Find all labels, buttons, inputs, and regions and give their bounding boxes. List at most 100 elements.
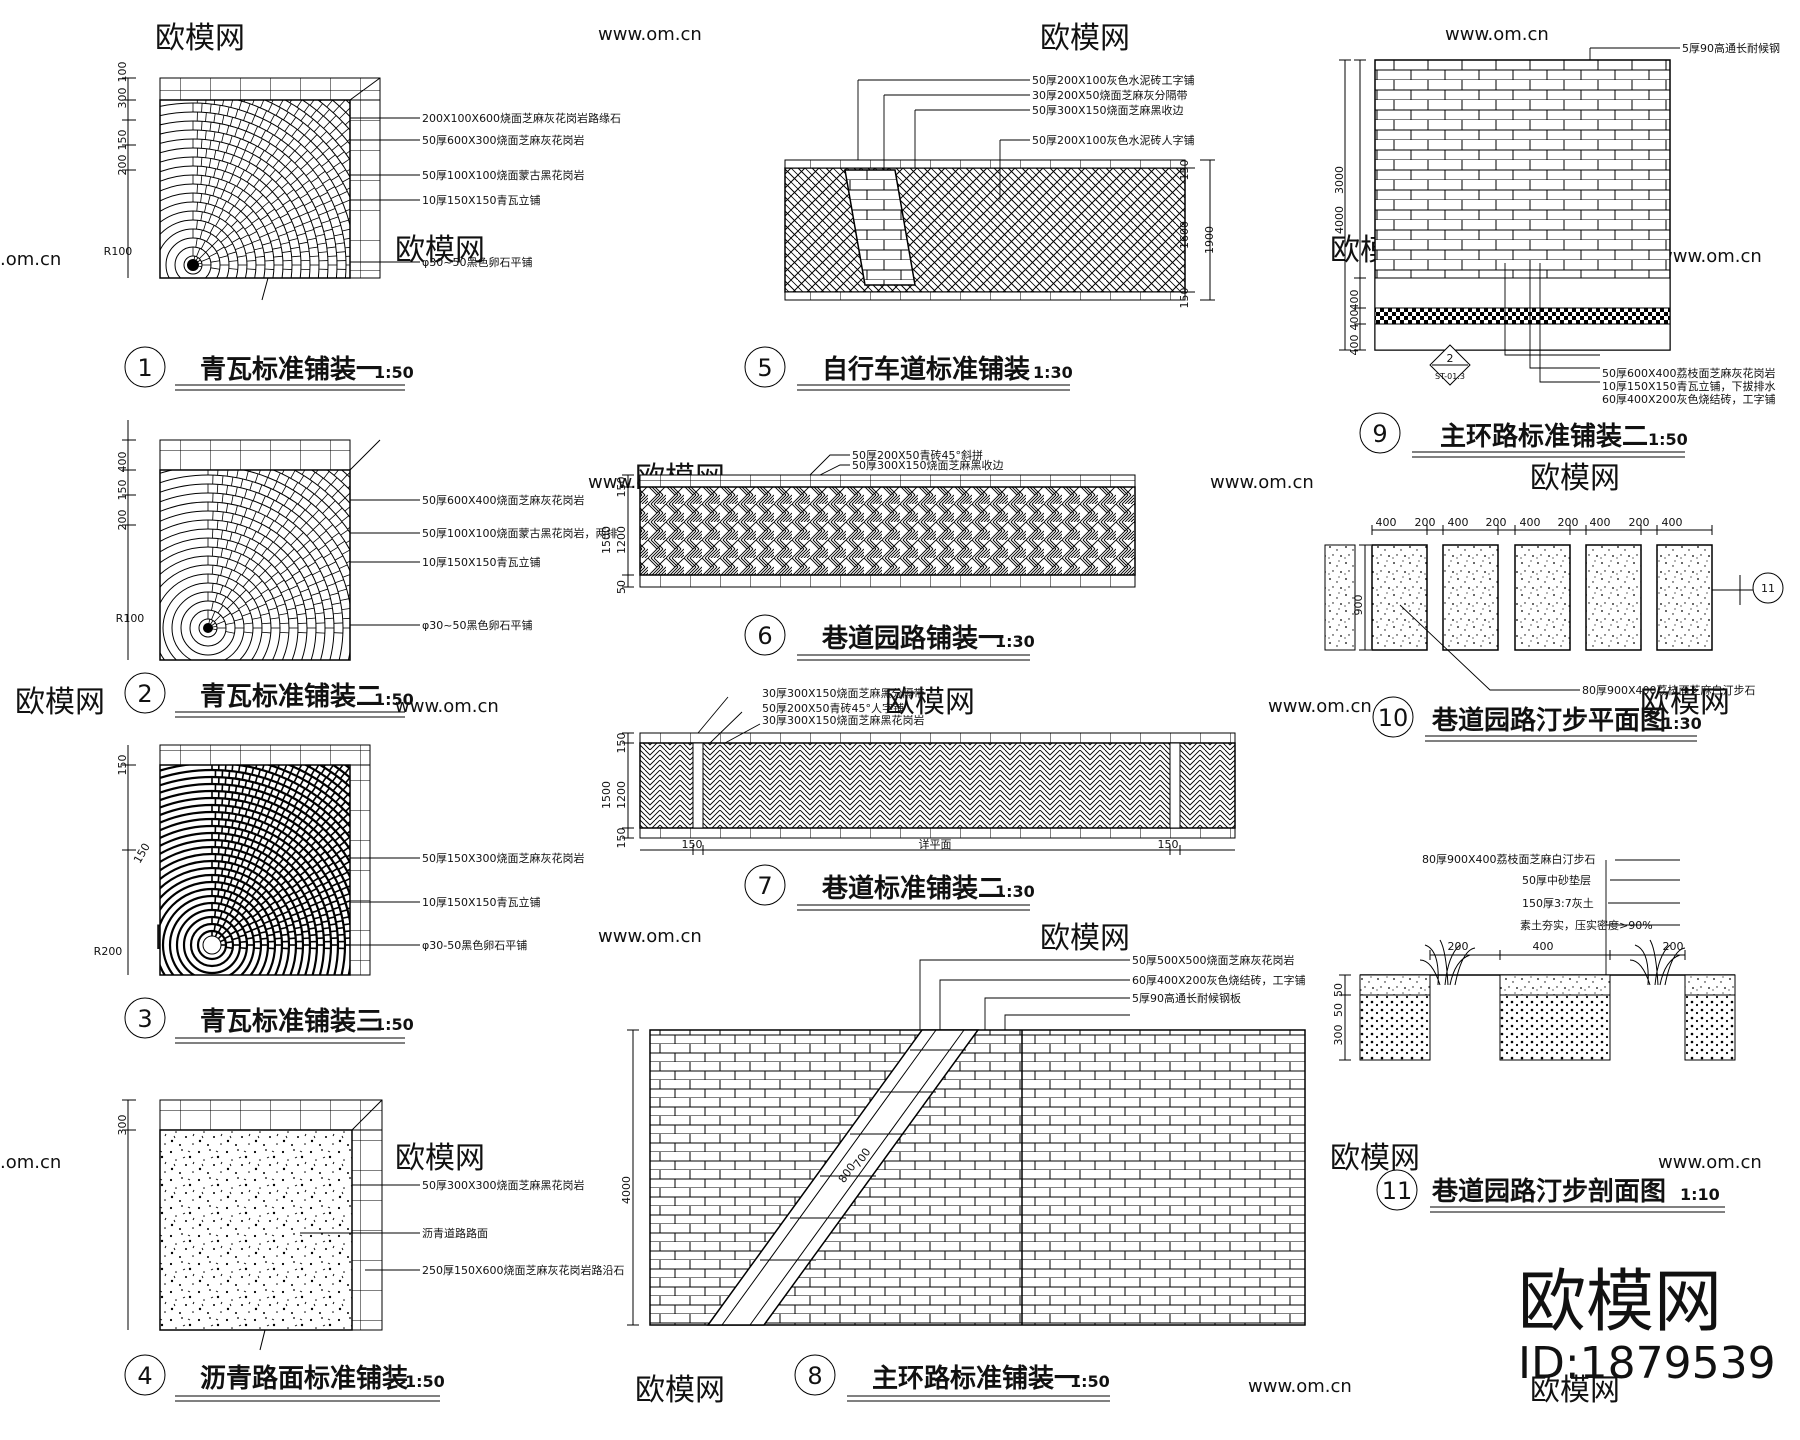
material-note: 50厚500X500烧面芝麻灰花岗岩 [1132, 953, 1295, 967]
watermark-url-partial: .om.cn [0, 1152, 61, 1173]
watermark-brand: 欧模网 [1530, 461, 1620, 496]
dimension-label: 400 [1590, 516, 1611, 529]
material-note: 150厚3:7灰土 [1522, 896, 1594, 910]
drawing-8 [627, 1029, 1306, 1326]
title-blocks [124, 346, 1725, 1402]
material-note: 50厚600X400荔枝面芝麻灰花岗岩 [1602, 366, 1776, 380]
drawing-scale: 1:10 [1680, 1185, 1720, 1204]
dimension-label: 150 [615, 733, 628, 754]
drawing-title: 巷道标准铺装二 [821, 873, 1004, 904]
text-layer: 1 青瓦标准铺装一 1:50 200X100X600烧面芝麻灰花岗岩路缘石 50厚600… [94, 41, 1780, 1394]
grass-left [1419, 939, 1476, 986]
material-note: 200X100X600烧面芝麻灰花岗岩路缘石 [422, 111, 621, 125]
dimension-label: 400 [1520, 516, 1541, 529]
dimension-label: 1600 [1178, 221, 1191, 249]
dimension-label: 400 [1448, 516, 1469, 529]
material-note: 50厚100X100烧面蒙古黑花岗岩，两排 [422, 526, 618, 540]
brand-logo: 欧模网 [1518, 1263, 1722, 1342]
material-note: φ30-50黑色卵石平铺 [422, 938, 527, 952]
material-note: 50厚150X300烧面芝麻灰花岗岩 [422, 851, 585, 865]
material-note: 10厚150X150青瓦立铺 [422, 193, 541, 207]
dimension-label: 100 [116, 62, 129, 83]
watermark-url: www.om.cn [1268, 696, 1372, 717]
dimension-label: 200 [1486, 516, 1507, 529]
dimension-label: 1500 [600, 781, 613, 809]
dimension-label: 200 [1629, 516, 1650, 529]
watermark-url: www.om.cn [395, 696, 499, 717]
drawing-scale: 1:30 [995, 632, 1035, 651]
dimension-label: 300 [116, 88, 129, 109]
material-note: 5厚90高通长耐候钢 [1682, 41, 1780, 55]
drawing-title: 巷道园路汀步剖面图 [1431, 1176, 1666, 1207]
material-note: 250厚150X600烧面芝麻灰花岗岩路沿石 [422, 1263, 625, 1277]
drawing-number: 6 [757, 622, 772, 650]
dimension-label: 200 [1558, 516, 1579, 529]
material-note: 50厚中砂垫层 [1522, 873, 1591, 887]
material-note: 50厚300X150烧面芝麻黑收边 [852, 458, 1004, 472]
dimension-label: 200 [116, 155, 129, 176]
watermark-url: www.om.cn [1210, 472, 1314, 493]
dimension-label: 150 [116, 130, 129, 151]
drawing-scale: 1:30 [1662, 714, 1702, 733]
dimension-label: 150 [1158, 838, 1179, 851]
drawing-scale: 1:30 [995, 882, 1035, 901]
drawing-scale: 1:50 [405, 1372, 445, 1391]
dimension-label: 1200 [615, 526, 628, 554]
drawing-5 [784, 159, 1215, 301]
drawing-title: 主环路标准铺装一 [872, 1363, 1080, 1394]
callout-bottom: ST-01.3 [1435, 372, 1465, 381]
drawing-1 [122, 77, 381, 301]
watermark-brand: 欧模网 [155, 21, 245, 56]
dimension-label: 150 [615, 477, 628, 498]
dimension-label: 150 [615, 828, 628, 849]
drawing-number: 11 [1382, 1177, 1413, 1205]
material-note: 50厚200X100灰色水泥砖人字铺 [1032, 133, 1195, 147]
material-note: 30厚200X50烧面芝麻灰分隔带 [1032, 88, 1188, 102]
dimension-label: 200 [116, 510, 129, 531]
material-note: 50厚600X300烧面芝麻灰花岗岩 [422, 133, 585, 147]
fan-pattern-1 [160, 100, 350, 278]
material-note: φ30~50黑色卵石平铺 [422, 618, 532, 632]
dimension-label: 900 [1352, 595, 1365, 616]
drawing-2 [122, 420, 381, 661]
drawing-title: 自行车道标准铺装 [822, 354, 1030, 385]
watermark-brand: 欧模网 [395, 1141, 485, 1176]
drawing-3 [122, 744, 371, 976]
dimension-label: 400 [1348, 290, 1361, 311]
fan-pattern-3 [160, 765, 350, 975]
drawing-title: 青瓦标准铺装一 [200, 355, 382, 385]
callout-top: 2 [1447, 352, 1454, 365]
dimension-label: 200 [1448, 940, 1469, 953]
material-note: 50厚200X50青砖45°斜拼 [852, 448, 983, 462]
watermark-brand: 欧模网 [635, 1373, 725, 1408]
watermark-url: www.om.cn [1658, 246, 1762, 267]
drawing-10 [1324, 525, 1784, 651]
drawing-scale: 1:50 [374, 1015, 414, 1034]
material-note: 10厚150X150青瓦立铺 [422, 895, 541, 909]
drawing-scale: 1:50 [1070, 1372, 1110, 1391]
material-note: 30厚300X150烧面芝麻黑花岗岩 [762, 713, 925, 727]
drawing-number: 1 [137, 354, 152, 382]
material-note: 10厚150X150青瓦立铺，下拔排水 [1602, 379, 1776, 393]
drawing-9 [1339, 59, 1671, 386]
dimension-label: 3000 [1333, 166, 1346, 194]
drawing-title: 巷道园路铺装一 [821, 623, 1004, 654]
material-note: 50厚600X400烧面芝麻灰花岗岩 [422, 493, 585, 507]
dimension-label: 400 [1662, 516, 1683, 529]
drawing-number: 10 [1378, 704, 1409, 732]
watermark-url: www.om.cn [1445, 24, 1549, 45]
drawing-scale: 1:30 [1033, 363, 1073, 382]
dimension-label: 400 [1533, 940, 1554, 953]
grass-right [1629, 939, 1686, 986]
dimension-label: 300 [1332, 1025, 1345, 1046]
dimension-label: 50 [1332, 1003, 1345, 1017]
dimension-label: 4000 [620, 1176, 633, 1204]
brand-id: ID:1879539 [1518, 1338, 1776, 1389]
dimension-label: 50 [1332, 983, 1345, 997]
material-note: 沥青道路路面 [422, 1226, 488, 1240]
material-note: 80厚900X400荔枝面芝麻白汀步石 [1422, 852, 1596, 866]
material-note: 50厚100X100烧面蒙古黑花岗岩 [422, 168, 585, 182]
dimension-label: 150 [1178, 160, 1191, 181]
watermark-url: www.om.cn [598, 24, 702, 45]
material-note: 60厚400X200灰色烧结砖，工字铺 [1132, 973, 1306, 987]
